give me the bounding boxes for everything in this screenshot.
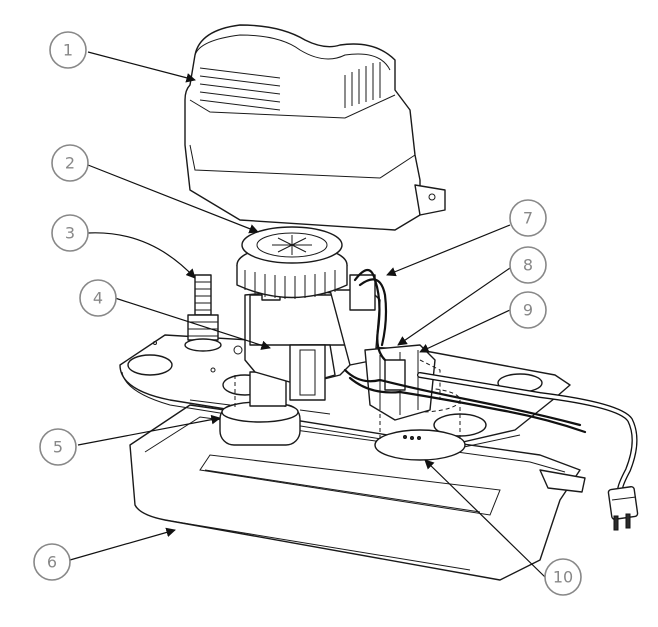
power-plug <box>607 486 639 531</box>
callout-6-label: 6 <box>47 553 57 572</box>
wires <box>343 268 638 493</box>
callouts: 1 2 3 4 5 6 7 8 <box>33 31 582 596</box>
callout-2: 2 <box>51 144 89 182</box>
callout-3: 3 <box>51 214 89 252</box>
callout-7-label: 7 <box>523 209 533 228</box>
callout-7: 7 <box>509 199 547 237</box>
callout-8: 8 <box>509 246 547 284</box>
callout-6: 6 <box>33 543 71 581</box>
switch-housing <box>364 344 441 421</box>
discharge-fitting <box>184 274 222 352</box>
callout-1-label: 1 <box>63 41 73 60</box>
motor-assembly <box>244 274 381 401</box>
callout-1: 1 <box>49 31 87 69</box>
callout-4-label: 4 <box>93 289 103 308</box>
callout-2-label: 2 <box>65 154 75 173</box>
top-cover <box>184 24 446 231</box>
callout-4: 4 <box>79 279 117 317</box>
leader-lines <box>69 51 546 578</box>
callout-10-label: 10 <box>553 568 573 587</box>
callout-8-label: 8 <box>523 256 533 275</box>
callout-9-label: 9 <box>523 301 533 320</box>
callout-9: 9 <box>509 291 547 329</box>
sensor-chamber <box>374 387 466 461</box>
callout-5: 5 <box>39 428 77 466</box>
impeller-cap <box>236 226 348 299</box>
reservoir-tank <box>129 404 586 581</box>
callout-5-label: 5 <box>53 438 63 457</box>
callout-10: 10 <box>544 558 582 596</box>
callout-3-label: 3 <box>65 224 75 243</box>
